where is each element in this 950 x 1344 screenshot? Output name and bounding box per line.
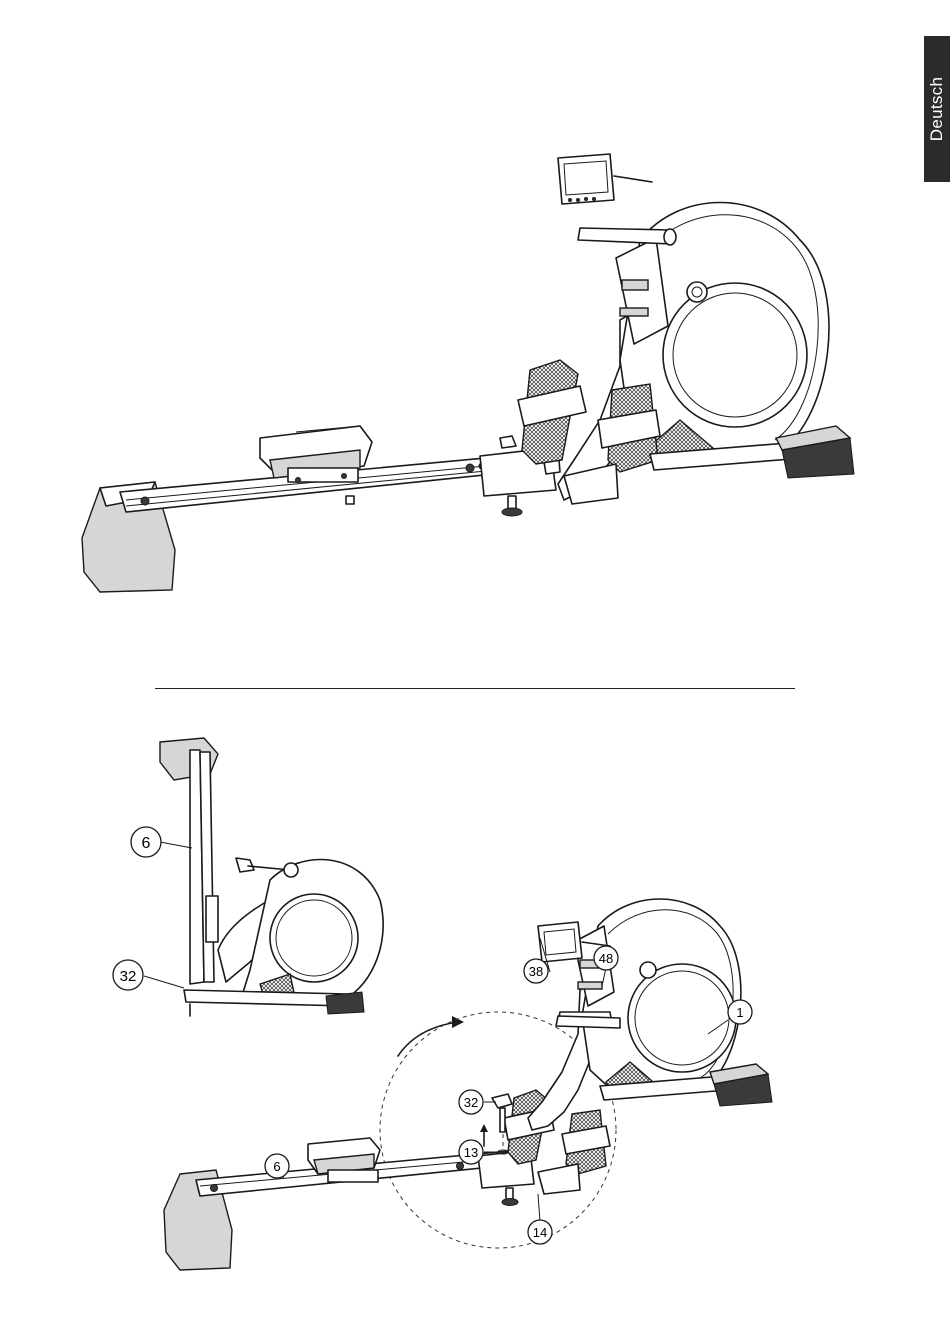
svg-text:13: 13	[464, 1145, 478, 1160]
rowing-machine-unfold-diagram: 6 32	[100, 720, 820, 1320]
callout-14: 14	[528, 1194, 552, 1244]
callout-32-upper: 32	[113, 960, 184, 990]
svg-text:1: 1	[736, 1005, 743, 1020]
svg-text:48: 48	[599, 951, 613, 966]
svg-text:6: 6	[142, 835, 151, 852]
callout-6-lower: 6	[265, 1154, 289, 1178]
monitor-console	[558, 154, 652, 204]
svg-text:38: 38	[529, 964, 543, 979]
language-tab[interactable]: Deutsch	[924, 36, 950, 182]
curved-arrow-icon	[398, 1016, 464, 1056]
foot-pedal-left	[518, 360, 586, 464]
rowing-machine-assembled-illustration	[60, 120, 870, 620]
language-tab-label: Deutsch	[927, 77, 947, 141]
svg-text:6: 6	[273, 1159, 280, 1174]
callout-6-upper: 6	[131, 827, 192, 857]
svg-text:32: 32	[464, 1095, 478, 1110]
callout-32-lower: 32	[459, 1090, 496, 1114]
section-divider	[155, 688, 795, 689]
seat	[260, 426, 372, 483]
folded-machine	[160, 738, 383, 1016]
svg-text:32: 32	[120, 968, 137, 985]
svg-text:14: 14	[533, 1225, 547, 1240]
